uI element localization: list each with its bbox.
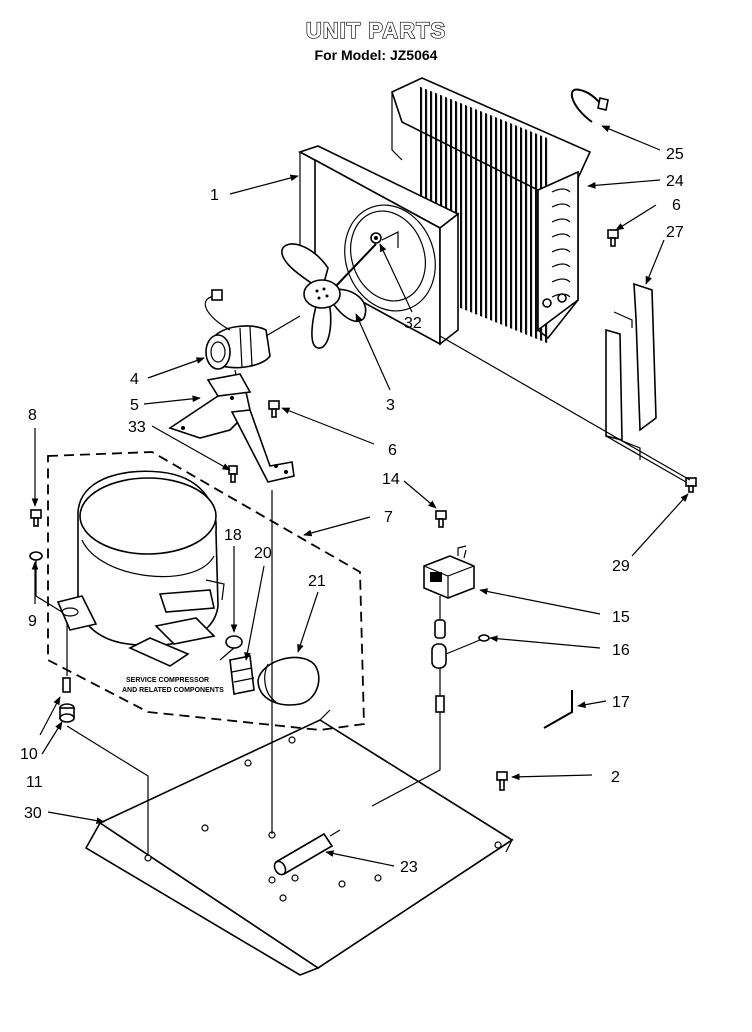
solenoid-15 xyxy=(423,545,475,599)
screw-6b xyxy=(268,400,280,418)
overload-18 xyxy=(219,635,243,661)
callout-10: 10 xyxy=(20,746,38,763)
callout-27: 27 xyxy=(666,224,684,241)
callout-11: 11 xyxy=(26,774,43,791)
callout-17: 17 xyxy=(612,694,630,711)
callout-3: 3 xyxy=(386,397,395,414)
callout-32: 32 xyxy=(404,315,422,332)
screw-14 xyxy=(435,510,447,528)
fan-blade xyxy=(281,243,377,349)
screw-33 xyxy=(228,465,238,483)
callout-5: 5 xyxy=(130,397,139,414)
drier-16 xyxy=(371,619,490,807)
callout-29: 29 xyxy=(612,558,630,575)
relay-20 xyxy=(229,655,255,695)
grommet-11 xyxy=(59,703,75,723)
sleeve-10 xyxy=(62,677,71,693)
note-line-2: AND RELATED COMPONENTS xyxy=(122,687,224,694)
terminal-cover-21 xyxy=(257,656,320,706)
callout-18: 18 xyxy=(224,527,242,544)
callout-24: 24 xyxy=(666,173,684,190)
callout-4: 4 xyxy=(130,371,139,388)
screw-8 xyxy=(30,509,42,527)
callout-8: 8 xyxy=(28,407,37,424)
callout-9: 9 xyxy=(28,613,37,630)
motor-bracket xyxy=(168,373,295,483)
screw-29 xyxy=(685,477,697,493)
compressor-group-outline xyxy=(47,451,365,731)
leader-lines xyxy=(31,125,689,867)
baffle-27 xyxy=(605,282,657,460)
callout-7: 7 xyxy=(384,509,393,526)
washer-9 xyxy=(29,551,43,561)
tube-25 xyxy=(570,88,605,123)
tube-17 xyxy=(543,690,573,729)
callout-20: 20 xyxy=(254,545,272,562)
callout-23: 23 xyxy=(400,859,418,876)
callout-33: 33 xyxy=(128,419,146,436)
callout-30: 30 xyxy=(24,805,42,822)
callout-1: 1 xyxy=(210,187,219,204)
filter-drier-23 xyxy=(273,829,341,876)
fan-motor xyxy=(204,289,301,387)
callout-14: 14 xyxy=(382,471,400,488)
note-line-1: SERVICE COMPRESSOR xyxy=(126,677,209,684)
screw-6a xyxy=(607,229,619,247)
screw-2 xyxy=(496,771,508,791)
compressor xyxy=(56,470,225,667)
model-subtitle: For Model: JZ5064 xyxy=(314,47,438,63)
callout-15: 15 xyxy=(612,609,630,626)
page-title: UNIT PARTS xyxy=(305,17,447,43)
callout-21: 21 xyxy=(308,573,326,590)
callout-16: 16 xyxy=(612,642,630,659)
base-pan xyxy=(84,709,514,976)
callout-25: 25 xyxy=(666,146,684,163)
callout-6-bracket: 6 xyxy=(388,442,397,459)
callout-6-coil: 6 xyxy=(672,197,681,214)
callout-2: 2 xyxy=(611,769,620,786)
